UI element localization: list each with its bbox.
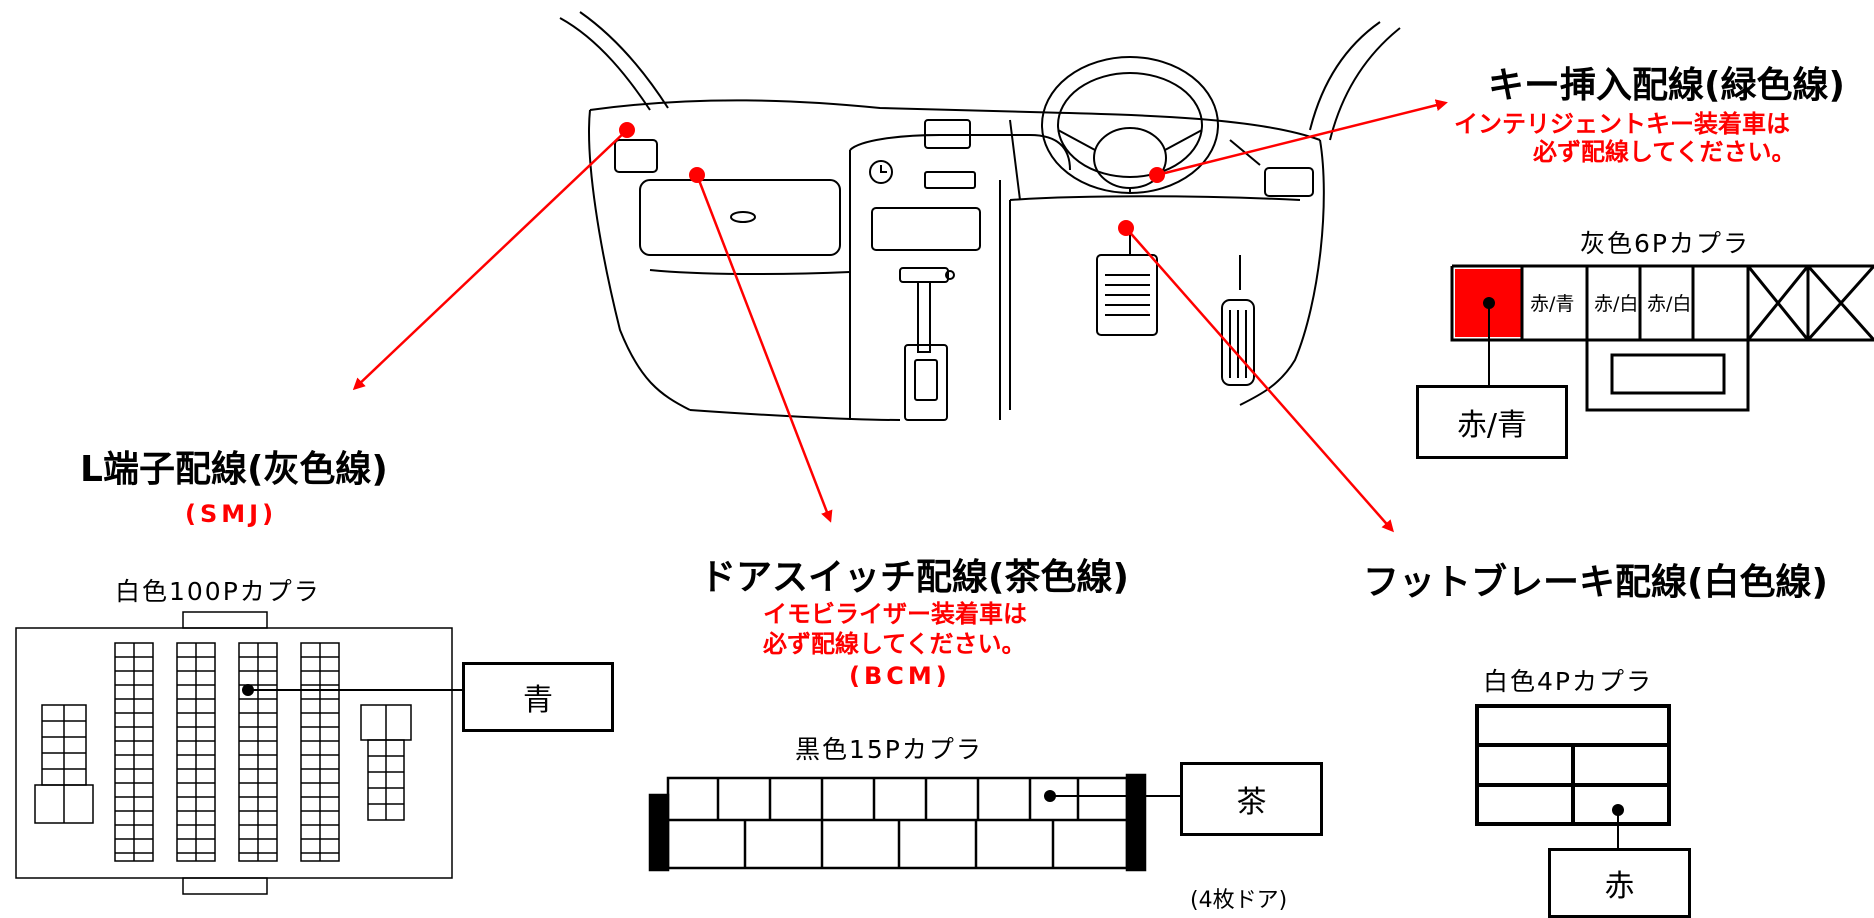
black-15p-connector [648,773,1180,872]
foot-brake-wire-color-box: 赤 [1548,848,1691,918]
key-insert-arrow [1156,99,1448,177]
foot-brake-connector-label: 白色4Pカプラ [1483,667,1653,696]
key-insert-title: キー挿入配線(緑色線) [1488,65,1845,106]
key-insert-pin-3: 赤/白 [1594,293,1639,315]
l-terminal-connector-label: 白色100Pカプラ [115,577,321,606]
door-switch-connector-label: 黒色15Pカプラ [795,735,983,764]
l-terminal-sub: (SMJ) [185,500,278,528]
grey-6p-connector [1450,264,1874,412]
foot-brake-arrow [1125,227,1394,533]
foot-brake-title: フットブレーキ配線(白色線) [1363,562,1828,603]
door-switch-wire-color-box: 茶 [1180,762,1323,836]
l-terminal-title: L端子配線(灰色線) [80,449,388,490]
door-switch-title: ドアスイッチ配線(茶色線) [700,557,1129,598]
l-terminal-arrow [352,129,628,391]
key-insert-pin-2: 赤/青 [1530,293,1575,315]
dashboard-illustration [559,11,1401,421]
key-insert-note-line1: インテリジェントキー装着車は [1454,110,1790,138]
door-switch-note-line2: 必ず配線してください。 [763,630,1026,658]
white-100p-connector [15,611,462,895]
door-switch-arrow [695,174,833,523]
door-note: (4枚ドア) [1190,888,1288,913]
l-terminal-wire-color-box: 青 [462,662,614,732]
key-insert-connector-label: 灰色6Pカプラ [1580,229,1750,258]
key-insert-note-line2: 必ず配線してください。 [1533,138,1796,166]
door-switch-sub: (BCM) [849,662,951,690]
c100-columns [114,642,340,862]
key-insert-pin-4: 赤/白 [1647,293,1692,315]
pointer-arrows [352,99,1448,533]
key-insert-wire-color-box: 赤/青 [1416,385,1568,459]
door-switch-note-line1: イモビライザー装着車は [763,600,1027,628]
white-4p-connector [1475,704,1671,850]
